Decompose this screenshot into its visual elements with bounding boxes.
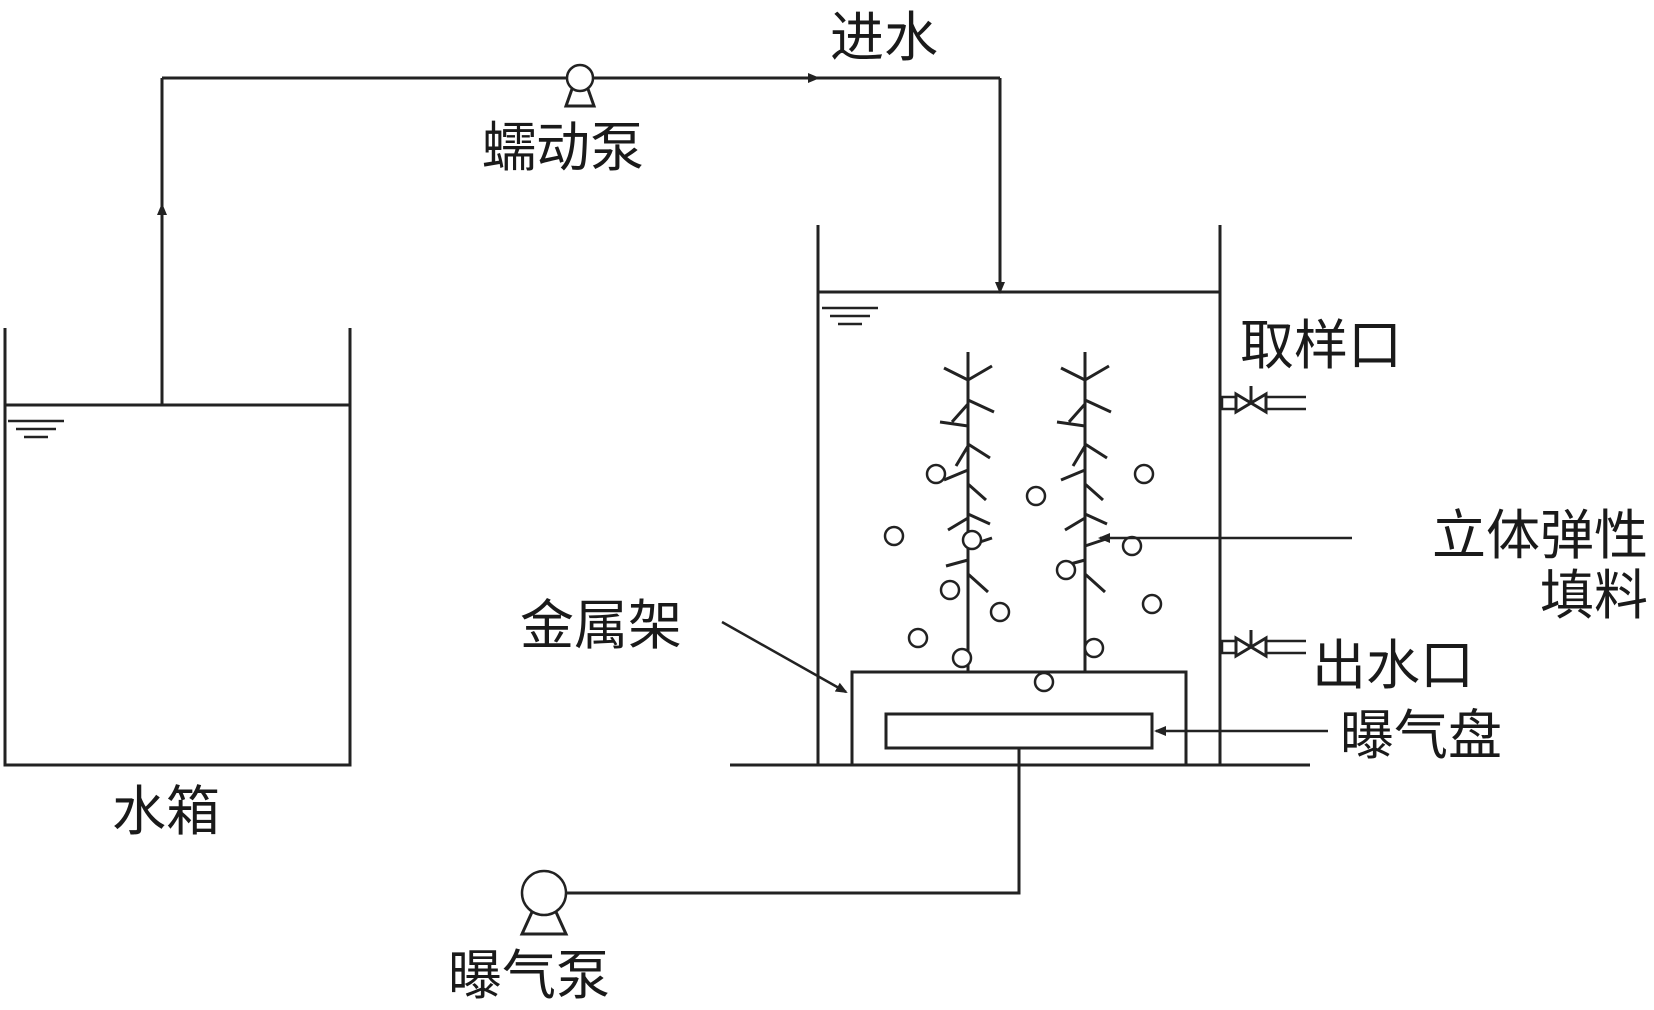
sampling-valve-icon: [1220, 386, 1306, 415]
reactor-level-symbol: [822, 306, 878, 326]
inlet-label: 进水: [830, 6, 938, 69]
outlet-valve-icon: [1220, 630, 1306, 659]
air-bubble: [1133, 463, 1155, 485]
sampling-port-label: 取样口: [1240, 314, 1402, 377]
air-bubble: [1033, 671, 1055, 693]
aeration-pipe: [567, 748, 1021, 895]
water-tank: [3, 328, 352, 767]
filler-label-line2: 填料: [1540, 564, 1648, 627]
air-bubble: [961, 529, 983, 551]
metal-frame-label: 金属架: [520, 594, 682, 657]
air-bubble: [939, 579, 961, 601]
aeration-disc-label: 曝气盘: [1340, 704, 1502, 767]
filler-label: 立体弹性 填料: [1380, 506, 1648, 626]
air-bubble: [1141, 593, 1163, 615]
water-tank-label: 水箱: [112, 780, 220, 843]
reactor: [730, 225, 1310, 767]
aeration-pump-label: 曝气泵: [448, 944, 610, 1007]
air-bubble: [1025, 485, 1047, 507]
aeration-pump-icon: [519, 869, 569, 936]
air-bubble: [925, 463, 947, 485]
air-bubble: [1055, 559, 1077, 581]
air-bubble: [1121, 535, 1143, 557]
aeration-disc: [884, 712, 1154, 750]
air-bubble: [907, 627, 929, 649]
water-tank-level-symbol: [8, 419, 64, 439]
inlet-pipe: [157, 73, 1005, 405]
peristaltic-pump-icon: [563, 63, 597, 108]
peristaltic-pump-label: 蠕动泵: [482, 116, 644, 179]
elastic-filler-strand-2: [1056, 352, 1112, 672]
outlet-label: 出水口: [1312, 634, 1474, 697]
air-bubble: [1083, 637, 1105, 659]
air-bubble: [883, 525, 905, 547]
elastic-filler-strand-1: [939, 352, 995, 672]
metal-frame-leader-arrow: [721, 620, 848, 694]
air-bubble: [989, 601, 1011, 623]
air-bubble: [951, 647, 973, 669]
air-bubbles: [883, 463, 1163, 693]
filler-label-line1: 立体弹性: [1432, 504, 1648, 567]
